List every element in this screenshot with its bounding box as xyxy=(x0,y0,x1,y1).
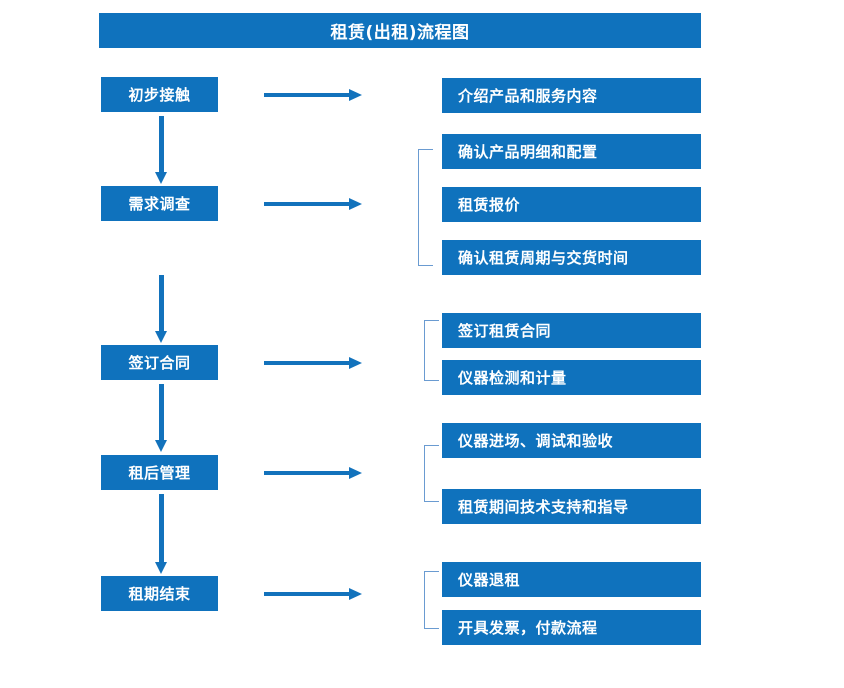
group-bracket-2 xyxy=(418,149,433,266)
arrow-shaft xyxy=(264,93,351,97)
vertical-arrow-4-to-5 xyxy=(153,494,169,574)
arrow-shaft xyxy=(264,471,351,475)
arrow-head-down-icon xyxy=(155,562,167,574)
arrow-head-down-icon xyxy=(155,440,167,452)
stage-box-2[interactable]: 需求调查 xyxy=(101,186,218,221)
detail-box-4-1[interactable]: 仪器进场、调试和验收 xyxy=(442,423,701,458)
group-bracket-5 xyxy=(424,571,439,629)
page-title: 租赁(出租)流程图 xyxy=(99,13,701,48)
arrow-head-right-icon xyxy=(349,89,362,101)
arrow-head-right-icon xyxy=(349,588,362,600)
group-bracket-4 xyxy=(424,445,439,502)
vertical-arrow-1-to-2 xyxy=(153,116,169,184)
arrow-shaft xyxy=(159,275,164,331)
detail-box-4-2[interactable]: 租赁期间技术支持和指导 xyxy=(442,489,701,524)
arrow-shaft xyxy=(159,116,164,172)
vertical-arrow-2-to-3 xyxy=(153,275,169,343)
detail-box-2-1[interactable]: 确认产品明细和配置 xyxy=(442,134,701,169)
stage-box-5[interactable]: 租期结束 xyxy=(101,576,218,611)
horizontal-arrow-1 xyxy=(264,87,362,103)
detail-box-2-2[interactable]: 租赁报价 xyxy=(442,187,701,222)
stage-box-4[interactable]: 租后管理 xyxy=(101,455,218,490)
vertical-arrow-3-to-4 xyxy=(153,384,169,452)
detail-box-5-2[interactable]: 开具发票，付款流程 xyxy=(442,610,701,645)
horizontal-arrow-3 xyxy=(264,355,362,371)
horizontal-arrow-5 xyxy=(264,586,362,602)
detail-box-5-1[interactable]: 仪器退租 xyxy=(442,562,701,597)
arrow-head-down-icon xyxy=(155,172,167,184)
detail-box-3-1[interactable]: 签订租赁合同 xyxy=(442,313,701,348)
detail-box-1-1[interactable]: 介绍产品和服务内容 xyxy=(442,78,701,113)
arrow-shaft xyxy=(264,592,351,596)
arrow-shaft xyxy=(159,384,164,440)
stage-box-3[interactable]: 签订合同 xyxy=(101,345,218,380)
arrow-head-right-icon xyxy=(349,198,362,210)
horizontal-arrow-4 xyxy=(264,465,362,481)
arrow-shaft xyxy=(264,202,351,206)
arrow-shaft xyxy=(264,361,351,365)
arrow-head-right-icon xyxy=(349,357,362,369)
horizontal-arrow-2 xyxy=(264,196,362,212)
detail-box-3-2[interactable]: 仪器检测和计量 xyxy=(442,360,701,395)
detail-box-2-3[interactable]: 确认租赁周期与交货时间 xyxy=(442,240,701,275)
arrow-head-right-icon xyxy=(349,467,362,479)
arrow-head-down-icon xyxy=(155,331,167,343)
group-bracket-3 xyxy=(424,320,439,381)
arrow-shaft xyxy=(159,494,164,562)
stage-box-1[interactable]: 初步接触 xyxy=(101,77,218,112)
